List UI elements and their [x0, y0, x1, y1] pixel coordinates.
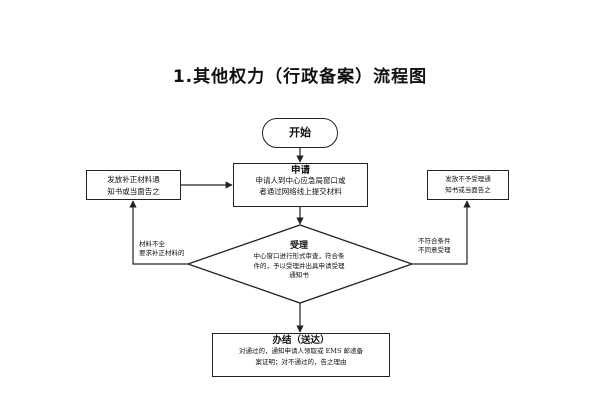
supplement-notice-node: 发放补正材料通 知书或当面告之 [86, 170, 181, 200]
edge-label-incomplete: 材料不全 要求补正材料的 [139, 240, 199, 257]
reject-notice-node: 发放不予受理通 知书或当面告之 [427, 170, 509, 200]
review-heading: 受理 [289, 241, 308, 251]
reject-line-2: 知书或当面告之 [445, 186, 491, 194]
edge-label-incomplete-2: 要求补正材料的 [139, 248, 185, 257]
arrow-review-to-supplement [129, 200, 188, 265]
done-heading: 办结（送达） [272, 335, 330, 346]
diagram-title: 1.其他权力（行政备案）流程图 [172, 67, 428, 87]
edge-label-incomplete-1: 材料不全 [139, 240, 165, 248]
edge-label-not-met-2: 不同意受理 [418, 245, 451, 254]
supplement-line-1: 发放补正材料通 [107, 175, 160, 184]
done-line-1: 对通过的，通知申请人领取或 EMS 邮递备 [239, 347, 363, 355]
review-node-text: 受理 中心窗口进行形式审查，符合条 件的，予以受理并出具申请受理 通知书 [230, 241, 368, 281]
apply-line-1: 申请人到中心应急局窗口或 [255, 176, 346, 185]
review-line-1: 中心窗口进行形式审查，符合条 [253, 252, 345, 260]
start-node: 开始 [262, 118, 338, 148]
apply-node: 申请 申请人到中心应急局窗口或 者通过网络线上提交材料 [233, 163, 368, 207]
done-node: 办结（送达） 对通过的，通知申请人领取或 EMS 邮递备 案证明；对不通过的，告… [212, 333, 390, 377]
arrow-review-to-reject [412, 200, 471, 265]
supplement-line-2: 知书或当面告之 [107, 187, 160, 196]
edge-label-not-met: 不符合条件 不同意受理 [418, 237, 458, 254]
review-line-3: 通知书 [289, 271, 309, 279]
review-line-2: 件的，予以受理并出具申请受理 [253, 261, 345, 270]
reject-line-1: 发放不予受理通 [445, 175, 491, 183]
edge-label-not-met-1: 不符合条件 [418, 237, 451, 245]
done-line-2: 案证明；对不通过的，告之理由 [255, 357, 347, 366]
apply-heading: 申请 [290, 165, 310, 176]
apply-line-2: 者通过网络线上提交材料 [259, 186, 342, 196]
